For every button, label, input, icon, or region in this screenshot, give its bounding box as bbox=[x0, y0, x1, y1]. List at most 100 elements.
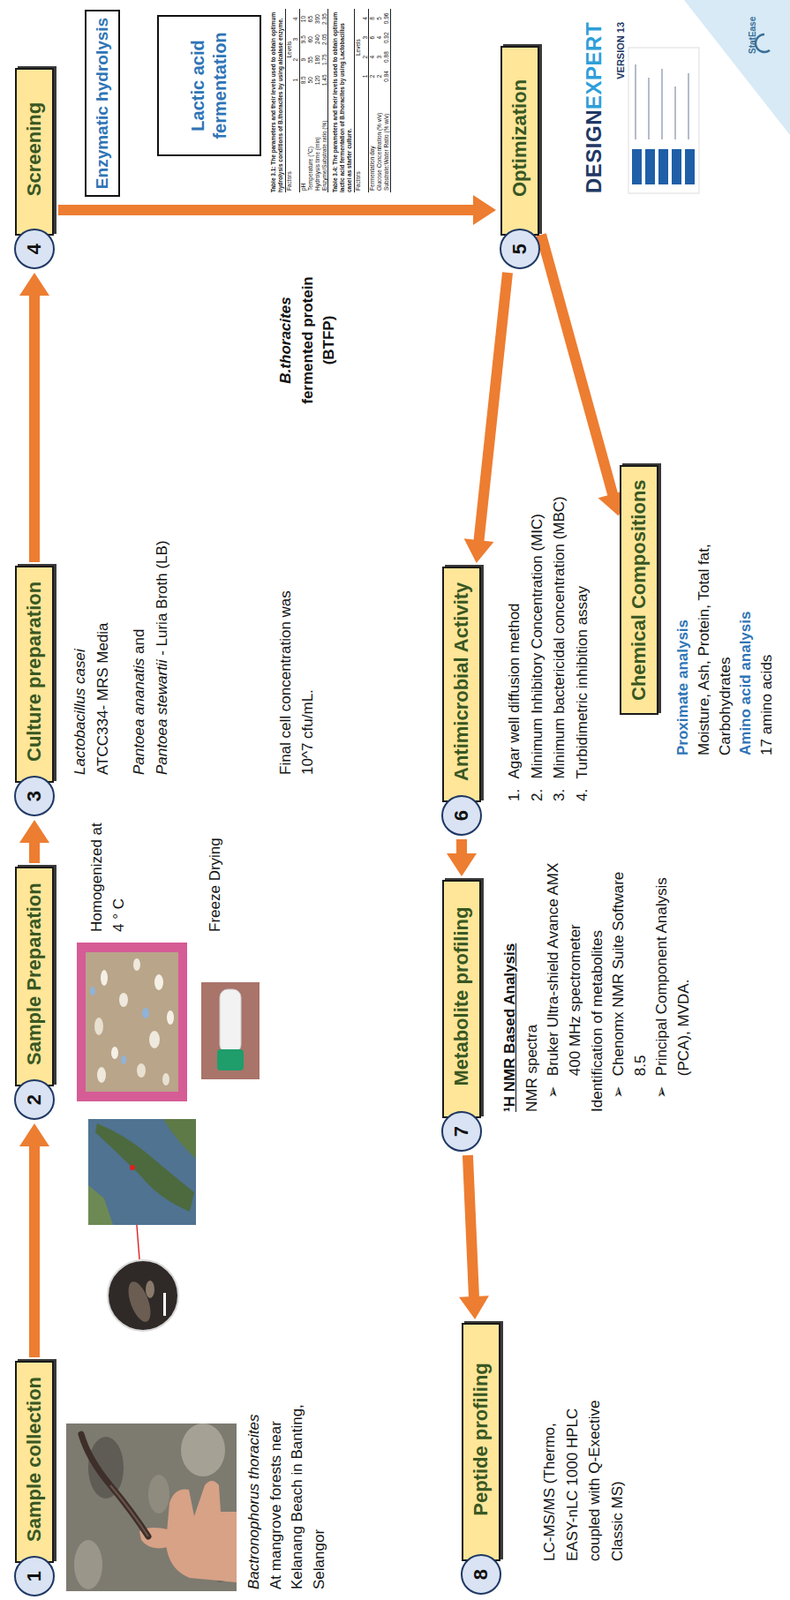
step-title-box: Screening bbox=[15, 67, 54, 236]
table-row: Enzyme/Substrate ratio (%)1.451.752.052.… bbox=[321, 8, 329, 193]
text-label: Pantoea ananatis bbox=[130, 658, 148, 775]
step-number: 3 bbox=[22, 790, 46, 802]
text-label: 0.84 bbox=[383, 70, 390, 83]
table-cell: 180 bbox=[314, 49, 322, 70]
text-label: 120 bbox=[314, 75, 321, 85]
text-label: 1 bbox=[292, 78, 299, 83]
table-cell: Substrate:Water Ratio (% w/v) bbox=[383, 85, 391, 193]
table-row: FactorsLevels bbox=[285, 8, 293, 193]
table-cell: 9 bbox=[300, 49, 308, 70]
text-line: Identification of metabolites bbox=[586, 847, 610, 1113]
table-cell: 6 bbox=[368, 28, 377, 48]
method-box: Enzymatic hydrolysis bbox=[84, 9, 121, 197]
step-title-box: Metabolite profiling bbox=[442, 880, 482, 1119]
table-cell bbox=[292, 90, 300, 193]
text-label: fermented protein (BTFP) bbox=[299, 276, 339, 405]
table-cell: 4 bbox=[376, 28, 384, 48]
step-title: Peptide profiling bbox=[469, 1362, 493, 1517]
table-row: 1234 bbox=[361, 8, 369, 193]
text-label: 17 amino acids bbox=[758, 654, 775, 756]
step-title: Antimicrobial Activity bbox=[450, 582, 474, 782]
section-header: Chemical Compositions bbox=[619, 465, 659, 715]
table-cell: 300 bbox=[314, 8, 322, 30]
specimen-closeup bbox=[107, 1260, 179, 1332]
text-label: 2 bbox=[368, 75, 376, 79]
step-number: 2 bbox=[22, 1094, 46, 1106]
method-box: Lactic acid fermentation bbox=[157, 15, 262, 157]
specimen-photo bbox=[66, 1423, 237, 1592]
text-label: Factors bbox=[354, 171, 362, 191]
text-line: fermented protein (BTFP) bbox=[297, 267, 341, 414]
text-label: 0.92 bbox=[383, 31, 390, 44]
text-label: Glucose Concentration (% v/v) bbox=[376, 112, 383, 191]
table-cell: 0.96 bbox=[383, 8, 391, 29]
text-label: 1.45 bbox=[321, 74, 328, 86]
table-cell: 8 bbox=[368, 8, 377, 29]
text-label: Hydrolysis time (min) bbox=[314, 136, 321, 191]
text-block: Proximate analysisMoisture, Ash, Protein… bbox=[672, 530, 778, 756]
text-label: Agar well diffusion method bbox=[505, 602, 523, 779]
step-number-circle: 2 bbox=[14, 1079, 55, 1121]
text-label: Homogenized at 4 ° C bbox=[88, 822, 128, 933]
text-label: LC-MS/MS (Thermo, EASY-nLC 1000 HPLC cou… bbox=[541, 1400, 626, 1562]
step-number: 7 bbox=[450, 1126, 474, 1137]
text-label: 1.75 bbox=[321, 53, 328, 66]
table-cell: 0.84 bbox=[383, 66, 391, 86]
text-line: Homogenized at 4 ° C bbox=[86, 815, 130, 933]
text-label: 8 bbox=[368, 16, 376, 21]
table-row: Temperature (°C)50556065 bbox=[307, 8, 315, 193]
step-title-box: Sample Preparation bbox=[15, 866, 54, 1087]
text-label: ¹H NMR Based Analysis bbox=[501, 943, 519, 1113]
text-label: 4. bbox=[571, 779, 595, 803]
arrow-head bbox=[19, 1123, 50, 1147]
arrow-head bbox=[19, 272, 50, 296]
text-label: 65 bbox=[307, 15, 314, 23]
table-cell: 1.45 bbox=[321, 69, 329, 91]
text-label: 3 bbox=[361, 36, 369, 40]
table-cell: Levels bbox=[353, 8, 362, 86]
text-label: Moisture, Ash, Protein, Total fat, Carbo… bbox=[695, 543, 734, 756]
table-cell: 65 bbox=[307, 8, 315, 30]
text-line: DESIGNEXPERT bbox=[582, 22, 606, 194]
text-label: Principal Component Analysis (PCA), MVDA… bbox=[653, 877, 693, 1076]
text-label: StatEase bbox=[747, 16, 758, 54]
text-label: Minimum Inhibitory Concentration (MIC) bbox=[528, 513, 546, 779]
text-label: Minimum bactericidal concentration (MBC) bbox=[550, 496, 568, 779]
text-line: 2.Minimum Inhibitory Concentration (MIC) bbox=[526, 473, 550, 802]
text-label: 4 bbox=[368, 55, 376, 60]
text-block: DESIGNEXPERT VERSION 13 bbox=[582, 22, 630, 194]
text-line: Proximate analysis bbox=[672, 530, 694, 756]
table-cell: 2 bbox=[368, 66, 377, 86]
step-title: Sample Preparation bbox=[22, 882, 46, 1066]
parameter-table: Table 3.4: The parameters and their leve… bbox=[331, 8, 391, 193]
text-line: Pantoea stewartii- Luria Broth (LB) bbox=[150, 532, 174, 775]
text-label: - Luria Broth (LB) bbox=[153, 540, 171, 655]
text-label: 2.35 bbox=[321, 13, 328, 25]
text-label: B.thoracites bbox=[277, 296, 294, 384]
text-label: Freeze Drying bbox=[206, 837, 224, 933]
flow-arrow bbox=[464, 272, 508, 564]
text-label: 2 bbox=[376, 75, 383, 79]
text-line: At mangrove forests near Kelanang Beach … bbox=[265, 1382, 332, 1590]
text-label: ➢ bbox=[608, 1075, 631, 1099]
arrow-shaft bbox=[29, 841, 40, 864]
text-label: 9.5 bbox=[300, 35, 307, 44]
text-label: ➢ bbox=[651, 1075, 674, 1099]
flow-arrow bbox=[19, 820, 50, 864]
text-label: 8.5 bbox=[300, 75, 307, 84]
step-title: Sample collection bbox=[22, 1376, 46, 1543]
text-label: 2. bbox=[526, 779, 550, 803]
table-grid: FactorsLevels1234pH8.599.510Temperature … bbox=[285, 8, 330, 193]
text-label: VERSION 13 bbox=[615, 22, 626, 80]
step-header: 6Antimicrobial Activity bbox=[441, 566, 482, 836]
text-label: Proximate analysis bbox=[674, 619, 692, 756]
table-row: Glucose Concentration (% v/v)2345 bbox=[376, 8, 384, 193]
homogenate-photo bbox=[76, 942, 188, 1102]
step-number: 4 bbox=[22, 243, 46, 255]
text-line: 1.Agar well diffusion method bbox=[503, 473, 527, 802]
table-cell: 2 bbox=[376, 66, 384, 86]
text-line: Moisture, Ash, Protein, Total fat, Carbo… bbox=[693, 530, 737, 756]
method-title: Enzymatic hydrolysis bbox=[91, 17, 113, 189]
